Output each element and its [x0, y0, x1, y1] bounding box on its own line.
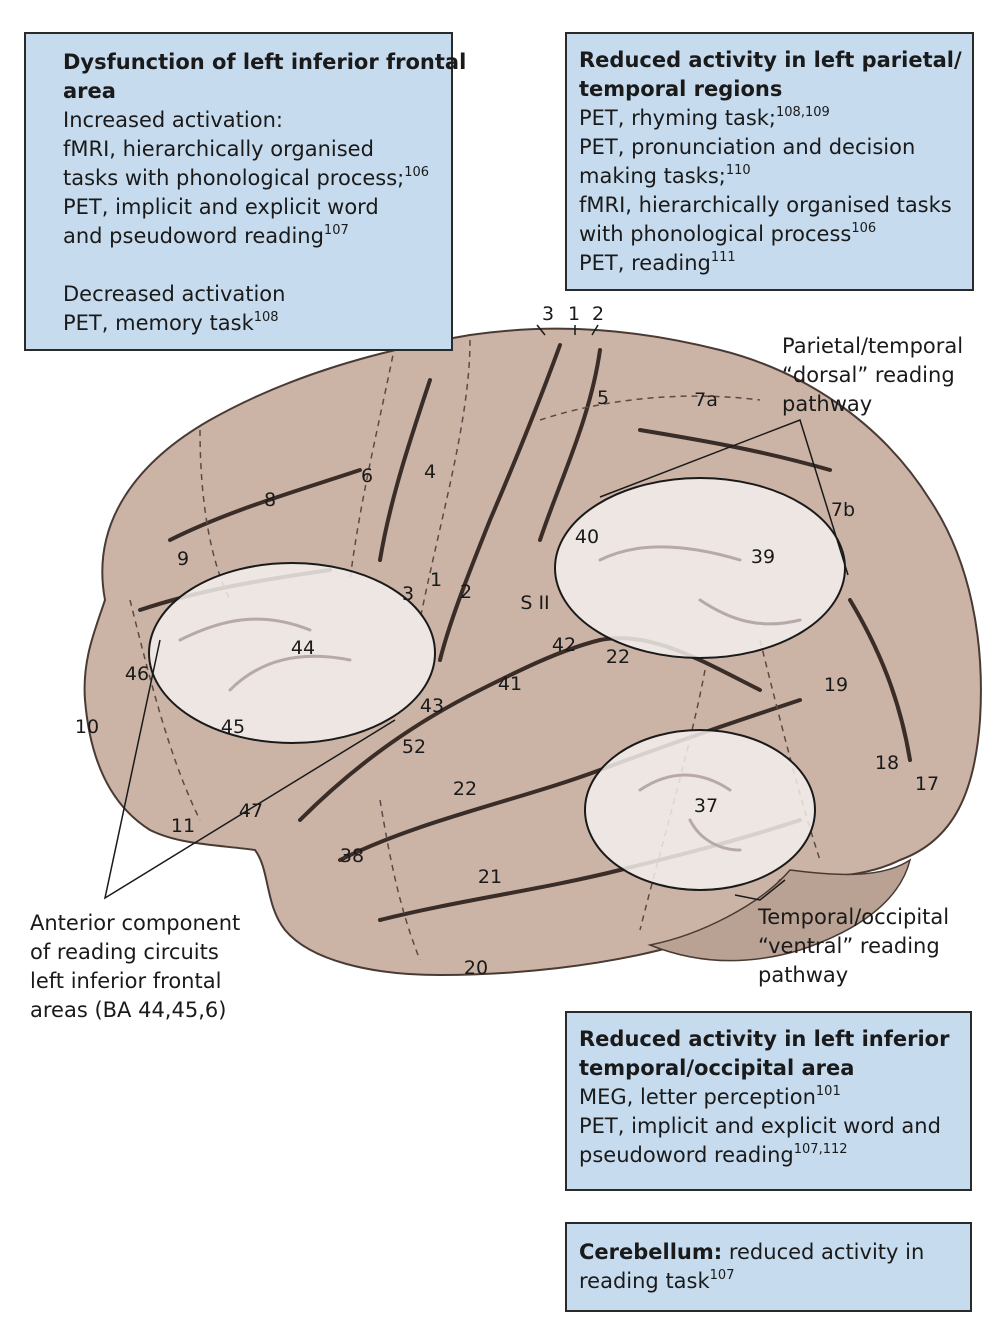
parietal-title-line2: temporal regions	[579, 77, 783, 101]
ref: 107	[323, 223, 349, 238]
area-4: 4	[424, 461, 436, 483]
area-7b: 7b	[831, 499, 855, 521]
area-8: 8	[264, 489, 276, 511]
cerebellum-line1: Cerebellum: reduced activity in	[579, 1240, 925, 1264]
area-10: 10	[75, 716, 99, 738]
area-37: 37	[694, 795, 718, 817]
ref: 101	[815, 1084, 841, 1099]
area-38: 38	[340, 845, 364, 867]
frontal-line4: and pseudoword reading107	[63, 223, 349, 248]
parietal-line1: PET, rhyming task;108,109	[579, 105, 830, 130]
frontal-line2: tasks with phonological process;106	[63, 165, 430, 190]
area-19: 19	[824, 674, 848, 696]
temporal-line1: MEG, letter perception101	[579, 1084, 841, 1109]
area-21: 21	[478, 866, 502, 888]
cerebellum-title: Cerebellum:	[579, 1240, 723, 1264]
cerebellum-line2: reading task107	[579, 1268, 735, 1293]
area-22-lower: 22	[453, 778, 477, 800]
area-41: 41	[498, 673, 522, 695]
area-20: 20	[464, 957, 488, 979]
frontal-title-line2: area	[63, 79, 116, 103]
area-2-top: 2	[592, 303, 604, 325]
central-sulcus	[438, 343, 562, 662]
anterior-pointer	[103, 639, 396, 900]
area-52: 52	[402, 736, 426, 758]
temporal-line3: pseudoword reading107,112	[579, 1142, 848, 1167]
ventral-pathway-label: Temporal/occipital “ventral” reading pat…	[758, 905, 950, 987]
frontal-line3: PET, implicit and explicit word	[63, 195, 379, 219]
anterior-component-label: Anterior component of reading circuits l…	[30, 911, 241, 1022]
area-42: 42	[552, 634, 576, 656]
area-5: 5	[597, 387, 609, 409]
area-6: 6	[361, 465, 373, 487]
ref: 106	[851, 221, 877, 236]
cerebellum-findings-box: Cerebellum: reduced activity in reading …	[565, 1222, 972, 1312]
frontal-sulcus-1	[168, 468, 362, 542]
anterior-ellipse	[148, 562, 436, 744]
area-44: 44	[291, 637, 315, 659]
area-3: 3	[402, 583, 414, 605]
ref: 108,109	[776, 105, 830, 120]
area-46: 46	[125, 663, 149, 685]
temporal-line2: PET, implicit and explicit word and	[579, 1114, 941, 1138]
frontal-findings-box: Dysfunction of left inferior frontal are…	[24, 32, 467, 351]
parietal-line3: making tasks;110	[579, 163, 751, 188]
area-18: 18	[875, 752, 899, 774]
parietal-line5: with phonological process106	[579, 221, 877, 246]
area-7a: 7a	[694, 389, 718, 411]
area-1: 1	[430, 569, 442, 591]
area-47: 47	[239, 800, 263, 822]
postcentral-sulcus	[538, 348, 602, 542]
frontal-decreased-heading: Decreased activation	[63, 282, 286, 306]
temporal-title-line2: temporal/occipital area	[579, 1056, 855, 1080]
dorsal-pathway-label: Parietal/temporal “dorsal” reading pathw…	[782, 334, 964, 416]
frontal-title-line1: Dysfunction of left inferior frontal	[63, 50, 467, 74]
area-17: 17	[915, 773, 939, 795]
temporal-title-line1: Reduced activity in left inferior	[579, 1027, 950, 1051]
frontal-increased-heading: Increased activation:	[63, 108, 283, 132]
ref: 108	[253, 310, 279, 325]
dorsal-ellipse	[554, 477, 846, 659]
area-2: 2	[460, 581, 472, 603]
ref: 107	[709, 1268, 735, 1283]
ref: 111	[710, 250, 736, 265]
parietal-line4: fMRI, hierarchically organised tasks	[579, 193, 952, 217]
precentral-sulcus	[378, 378, 432, 562]
ventral-pointer	[734, 879, 786, 901]
occipital-sulcus	[848, 598, 912, 762]
area-3-top: 3	[542, 303, 554, 325]
area-45: 45	[221, 716, 245, 738]
parietal-findings-box: Reduced activity in left parietal/ tempo…	[565, 32, 974, 291]
area-1-top: 1	[568, 303, 580, 325]
parietal-line2: PET, pronunciation and decision	[579, 135, 916, 159]
ref: 110	[725, 163, 751, 178]
parietal-title-line1: Reduced activity in left parietal/	[579, 48, 962, 72]
ref: 107,112	[793, 1142, 848, 1157]
area-9: 9	[177, 548, 189, 570]
area-43: 43	[420, 695, 444, 717]
dorsal-pointer	[599, 419, 849, 576]
ref: 106	[404, 165, 430, 180]
temporal-findings-box: Reduced activity in left inferior tempor…	[565, 1011, 972, 1191]
frontal-line1: fMRI, hierarchically organised	[63, 137, 374, 161]
parietal-line6: PET, reading111	[579, 250, 736, 275]
area-11: 11	[171, 815, 195, 837]
ventral-ellipse	[584, 729, 816, 891]
cerebellum-region	[647, 858, 912, 962]
area-sii: S II	[520, 592, 549, 614]
area-22-upper: 22	[606, 646, 630, 668]
frontal-line5: PET, memory task108	[63, 310, 279, 335]
area-40: 40	[575, 526, 599, 548]
area-39: 39	[751, 546, 775, 568]
